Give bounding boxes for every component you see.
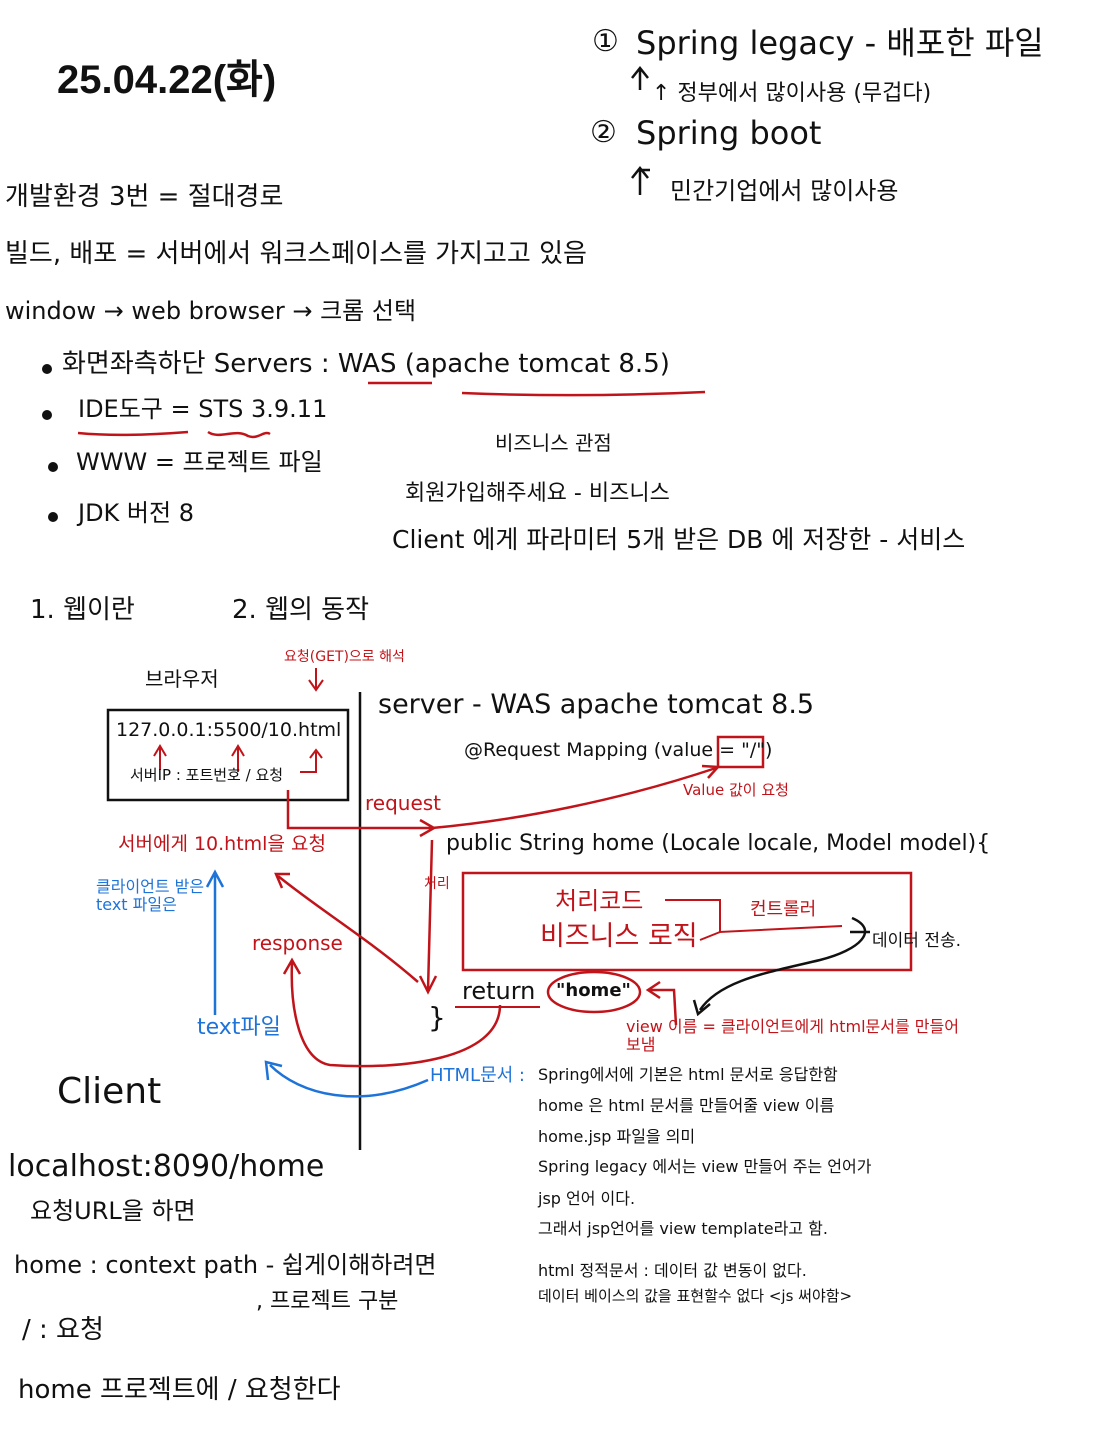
html-doc-line: Spring에서에 기본은 html 문서로 응답한함 <box>538 1065 838 1084</box>
data-transfer-label: 데이터 전송. <box>872 931 962 951</box>
request-to-server-note: 서버에게 10.html을 요청 <box>118 833 326 855</box>
note-spring-boot: Spring boot <box>636 114 822 152</box>
section-1-heading: 1. 웹이란 <box>30 595 135 625</box>
processing-label: 처리 <box>424 876 450 892</box>
controller-link <box>665 899 843 934</box>
controller-label: 컨트롤러 <box>750 899 817 920</box>
bottom-line-4: , 프로젝트 구분 <box>256 1289 399 1314</box>
arrow-up-icon <box>631 165 650 195</box>
bottom-line-5: / : 요청 <box>22 1315 104 1345</box>
page-title: 25.04.22(화) <box>57 58 277 102</box>
env-bullet-3: WWW = 프로젝트 파일 <box>76 448 323 476</box>
underline-tomcat <box>461 390 706 397</box>
bullet-dot <box>48 462 58 472</box>
response-arrow <box>274 872 419 983</box>
env-line-3: window → web browser → 크롬 선택 <box>5 297 417 325</box>
env-line-1: 개발환경 3번 = 절대경로 <box>5 182 284 212</box>
html-doc-label: HTML문서 : <box>430 1065 525 1086</box>
bullet-dot <box>42 364 52 374</box>
data-transfer-arrow <box>692 916 870 1017</box>
html-doc-arrow <box>264 1060 429 1098</box>
url-arrows <box>153 744 323 773</box>
env-bullet-1: 화면좌측하단 Servers : WAS (apache tomcat 8.5) <box>62 349 670 379</box>
request-arrow <box>431 764 721 830</box>
client-text-arrow <box>205 869 225 1015</box>
bullet-dot <box>48 512 58 522</box>
env-bullet-4: JDK 버전 8 <box>78 499 194 527</box>
note-spring-legacy: Spring legacy - 배포한 파일 <box>636 24 1044 62</box>
bottom-line-6: home 프로젝트에 / 요청한다 <box>18 1375 341 1405</box>
bottom-line-3: home : context path - 쉽게이해하려면 <box>14 1251 437 1279</box>
note-spring-legacy-sub: ↑ 정부에서 많이사용 (무겁다) <box>652 81 932 106</box>
browser-request-note: 요청(GET)으로 해석 <box>284 649 405 665</box>
return-arrow <box>282 957 502 1068</box>
text-file-label: text파일 <box>197 1015 281 1040</box>
html-doc-line: html 정적문서 : 데이터 값 변동이 없다. <box>538 1261 807 1280</box>
request-label: request <box>365 791 442 815</box>
value-box <box>716 735 765 769</box>
response-label: response <box>252 931 343 955</box>
browser-label: 브라우저 <box>145 667 219 691</box>
value-note: Value 값이 요청 <box>683 781 789 799</box>
note-spring-boot-sub: 민간기업에서 많이사용 <box>670 177 899 205</box>
arrow-up-icon <box>631 65 649 90</box>
code-line-2: 비즈니스 로직 <box>540 921 698 952</box>
section-2-heading: 2. 웹의 동작 <box>232 595 370 625</box>
return-keyword: return <box>462 977 536 1005</box>
html-doc-line: 데이터 베이스의 값을 표현할수 없다 <js 써야함> <box>538 1287 853 1305</box>
html-doc-line: Spring legacy 에서는 view 만들어 주는 언어가 <box>538 1157 872 1176</box>
env-line-2: 빌드, 배포 = 서버에서 워크스페이스를 가지고고 있음 <box>5 239 587 269</box>
underline-ide <box>77 430 189 437</box>
request-mapping-annotation: @Request Mapping (value = "/") <box>464 739 773 761</box>
code-line-1: 처리코드 <box>555 887 644 915</box>
note-item2-number: ② <box>590 115 617 150</box>
html-doc-line: jsp 언어 이다. <box>538 1189 636 1208</box>
client-label: Client <box>57 1071 162 1112</box>
controller-link <box>699 931 721 941</box>
html-doc-line: 그래서 jsp언어를 view template라고 함. <box>538 1219 828 1238</box>
html-doc-line: home 은 html 문서를 만들어줄 view 이름 <box>538 1096 835 1115</box>
view-name-note: view 이름 = 클라이언트에게 html문서를 만들어 보냄 <box>626 1017 959 1054</box>
business-line-3: Client 에게 파라미터 5개 받은 DB 에 저장한 - 서비스 <box>392 525 966 554</box>
processing-arrow <box>418 839 438 995</box>
note-item1-number: ① <box>592 24 619 59</box>
bottom-line-1: localhost:8090/home <box>8 1149 325 1184</box>
bullet-dot <box>42 410 52 420</box>
request-note-arrow <box>308 668 324 692</box>
return-value: "home" <box>556 980 631 1001</box>
browser-box <box>106 708 350 802</box>
browser-url: 127.0.0.1:5500/10.html <box>116 719 342 741</box>
home-circle <box>546 970 642 1014</box>
browser-url-parts: 서버IP : 포트번호 / 요청 <box>130 766 284 784</box>
env-bullet-2: IDE도구 = STS 3.9.11 <box>78 395 328 423</box>
method-close-brace: } <box>428 1001 446 1034</box>
method-signature: public String home (Locale locale, Model… <box>446 831 991 856</box>
underline-sts <box>207 430 271 439</box>
business-line-1: 비즈니스 관점 <box>495 431 612 455</box>
client-text-note: 클라이언트 받은 text 파일은 <box>96 877 205 914</box>
html-doc-line: home.jsp 파일을 의미 <box>538 1127 696 1146</box>
view-pointer-arrow <box>645 980 678 1026</box>
code-box <box>461 871 913 972</box>
server-title: server - WAS apache tomcat 8.5 <box>378 689 815 720</box>
bottom-line-2: 요청URL을 하면 <box>30 1197 196 1225</box>
business-line-2: 회원가입해주세요 - 비즈니스 <box>405 481 670 506</box>
